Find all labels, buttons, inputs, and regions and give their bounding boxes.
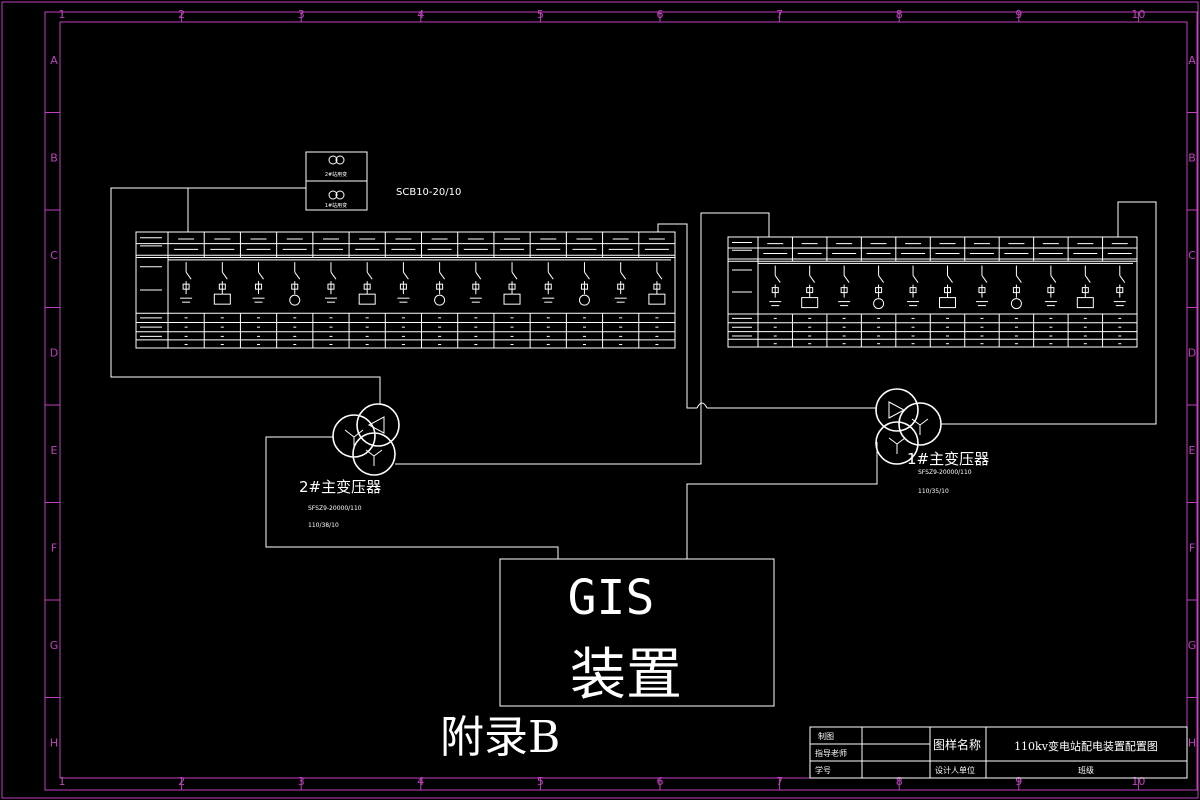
station-transformer-model: SCB10-20/10 [396, 187, 461, 198]
gis-device-label: 装置 [570, 643, 682, 708]
inner-border [59, 21, 1188, 779]
station-transformer-label-bottom: 1#站用变 [325, 202, 347, 209]
grid-row-label: B [50, 152, 58, 165]
connection-wiring [110, 187, 1157, 559]
grid-row-label: E [1189, 444, 1196, 457]
transformer-1-name: 1#主变压器 [907, 450, 989, 468]
transformer-2-name: 2#主变压器 [299, 478, 381, 496]
grid-row-label: E [51, 444, 58, 457]
grid-row-label: A [1188, 54, 1196, 67]
appendix-label: 附录B [440, 712, 560, 763]
transformer-2-symbol [332, 403, 400, 476]
switchgear-panel-right [727, 236, 1138, 348]
gis-box [499, 558, 775, 707]
grid-row-label: G [50, 639, 59, 652]
grid-column-label: 1 [59, 775, 66, 788]
grid-row-label: F [1189, 542, 1195, 555]
title-drawn-by: 制图 [818, 731, 834, 741]
grid-row-label: H [50, 737, 58, 750]
grid-row-label: D [1188, 347, 1196, 360]
grid-row-label: G [1188, 639, 1197, 652]
grid-row-label: H [1188, 737, 1196, 750]
title-drawing-name: 110kv变电站配电装置配置图 [1014, 739, 1158, 753]
transformer-1-symbol [875, 388, 942, 465]
title-student-no: 学号 [815, 765, 831, 775]
gis-label: GIS [568, 570, 655, 626]
grid-row-label: C [50, 249, 58, 262]
station-transformer-label-top: 2#站用变 [325, 171, 347, 178]
transformer-1-model: SFSZ9-20000/110 [918, 469, 972, 476]
grid-row-label: F [51, 542, 57, 555]
grid-row-label: C [1188, 249, 1196, 262]
grid-row-label: B [1188, 152, 1196, 165]
title-design-unit: 设计人单位 [935, 765, 975, 775]
grid-row-label: D [50, 347, 58, 360]
transformer-2-model: SFSZ9-20000/110 [308, 505, 362, 512]
title-block: 制图 指导老师 学号 图样名称 110kv变电站配电装置配置图 设计人单位 班级 [809, 726, 1188, 779]
switchgear-panel-left [135, 231, 676, 349]
grid-row-label: A [50, 54, 58, 67]
transformer-2-voltage: 110/38/10 [308, 522, 339, 529]
title-class: 班级 [1078, 765, 1094, 775]
grid-column-label: 1 [59, 8, 66, 21]
station-transformer-box: 2#站用变 1#站用变 [305, 151, 368, 211]
grid-border [44, 11, 1198, 791]
title-drawing-name-label: 图样名称 [933, 737, 981, 752]
transformer-1-voltage: 110/35/10 [918, 488, 949, 495]
title-advisor: 指导老师 [815, 748, 847, 758]
